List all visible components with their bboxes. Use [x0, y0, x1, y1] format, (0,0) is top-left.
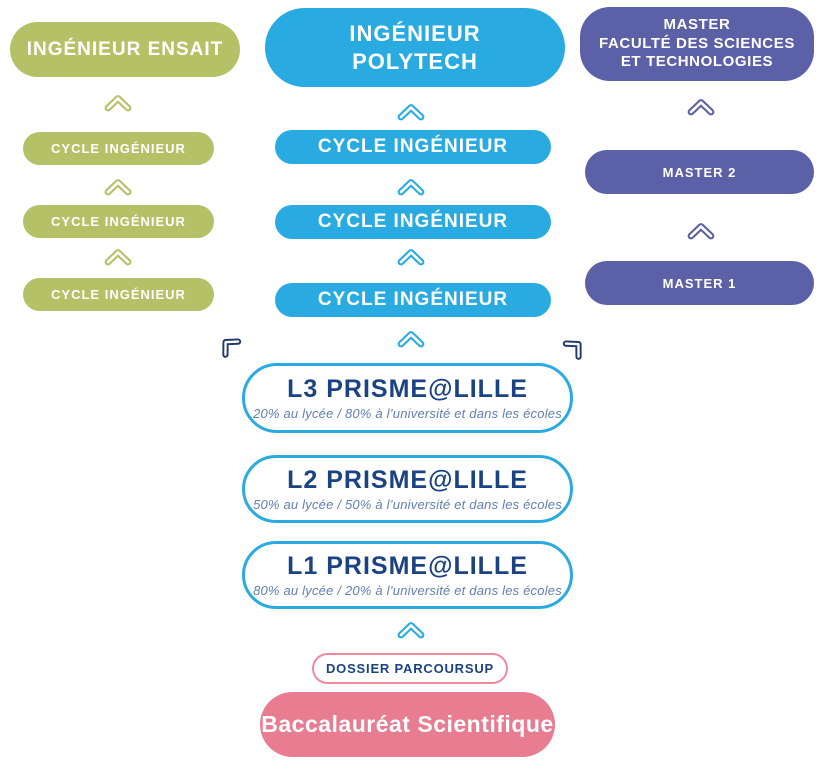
polytech-title-pill: INGÉNIEUR POLYTECH [265, 8, 565, 87]
l1-prisme-pill: L1 PRISME@LILLE 80% au lycée / 20% à l’u… [242, 541, 573, 609]
chevron-up-icon [104, 95, 132, 112]
ensait-cycle-3-pill: CYCLE INGÉNIEUR [23, 132, 214, 165]
l3-prisme-pill: L3 PRISME@LILLE 20% au lycée / 80% à l’u… [242, 363, 573, 433]
chevron-up-left-icon [222, 338, 242, 358]
polytech-cycle-2-pill: CYCLE INGÉNIEUR [275, 205, 551, 239]
l3-title: L3 PRISME@LILLE [287, 375, 528, 403]
master-title-pill: MASTER FACULTÉ DES SCIENCES ET TECHNOLOG… [580, 7, 814, 81]
baccalaureat-pill: Baccalauréat Scientifique [260, 692, 555, 757]
chevron-up-icon [104, 179, 132, 196]
chevron-up-icon [397, 249, 425, 266]
chevron-up-icon [397, 104, 425, 121]
l2-prisme-pill: L2 PRISME@LILLE 50% au lycée / 50% à l’u… [242, 455, 573, 523]
chevron-up-icon [397, 179, 425, 196]
l1-subtitle: 80% au lycée / 20% à l’université et dan… [253, 583, 562, 598]
l2-subtitle: 50% au lycée / 50% à l’université et dan… [253, 497, 562, 512]
dossier-parcoursup-pill: DOSSIER PARCOURSUP [312, 653, 508, 684]
chevron-up-right-icon [562, 340, 582, 360]
chevron-up-icon [397, 622, 425, 639]
ensait-cycle-2-pill: CYCLE INGÉNIEUR [23, 205, 214, 238]
polytech-cycle-3-pill: CYCLE INGÉNIEUR [275, 130, 551, 164]
ensait-title-pill: INGÉNIEUR ENSAIT [10, 22, 240, 77]
ensait-cycle-1-pill: CYCLE INGÉNIEUR [23, 278, 214, 311]
master-1-pill: MASTER 1 [585, 261, 814, 305]
l1-title: L1 PRISME@LILLE [287, 552, 528, 580]
chevron-up-icon [687, 99, 715, 116]
l3-subtitle: 20% au lycée / 80% à l’université et dan… [253, 406, 562, 421]
l2-title: L2 PRISME@LILLE [287, 466, 528, 494]
chevron-up-icon [687, 223, 715, 240]
polytech-cycle-1-pill: CYCLE INGÉNIEUR [275, 283, 551, 317]
chevron-up-icon [397, 331, 425, 348]
master-2-pill: MASTER 2 [585, 150, 814, 194]
chevron-up-icon [104, 249, 132, 266]
